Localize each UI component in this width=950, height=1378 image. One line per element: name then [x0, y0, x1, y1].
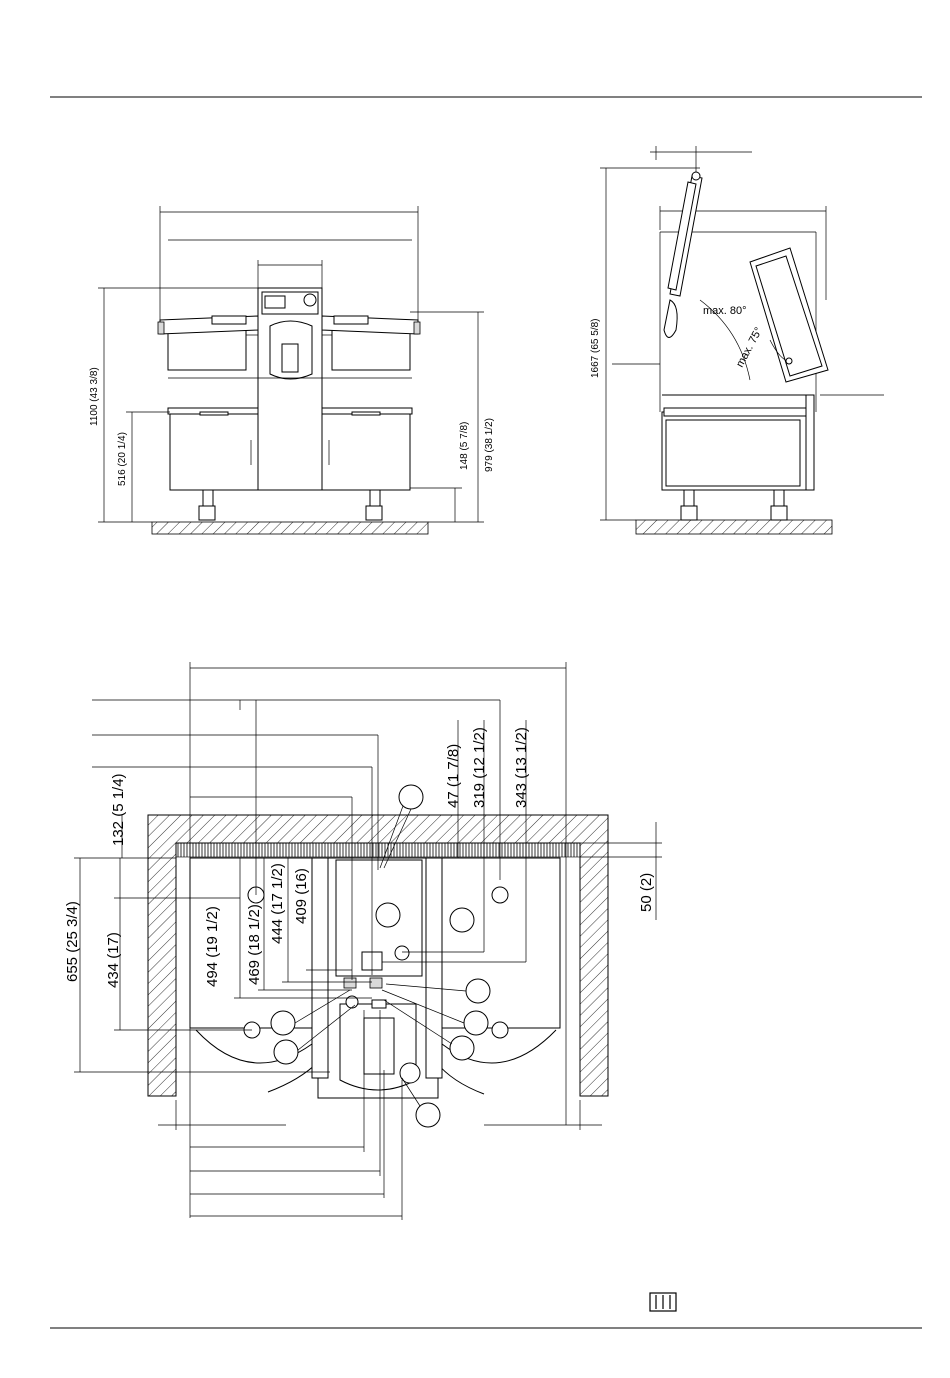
lid-angle: max. 80°: [703, 305, 747, 317]
front-height-148: 148 (5 7/8): [459, 422, 470, 470]
plan-dim-444: 444 (17 1/2): [269, 863, 286, 944]
plan-dim-494: 494 (19 1/2): [204, 906, 221, 987]
plan-dim-655: 655 (25 3/4): [64, 901, 81, 982]
plan-dim-343: 343 (13 1/2): [513, 727, 530, 808]
pan-angle: max. 75°: [734, 325, 765, 369]
footer-logo-icon: [650, 1293, 676, 1311]
front-height-979: 979 (38 1/2): [484, 418, 495, 472]
plan-dim-469: 469 (18 1/2): [246, 904, 263, 985]
plan-dim-319: 319 (12 1/2): [471, 727, 488, 808]
plan-dim-47: 47 (1 7/8): [445, 744, 462, 808]
plan-dim-434: 434 (17): [105, 932, 122, 988]
plan-dim-409: 409 (16): [293, 868, 310, 924]
side-height-open: 1667 (65 5/8): [590, 319, 601, 379]
front-height-total: 1100 (43 3/8): [89, 367, 100, 426]
plan-dim-132: 132 (5 1/4): [110, 773, 127, 846]
side-view: [600, 146, 884, 534]
plan-dim-50: 50 (2): [638, 873, 655, 912]
front-height-base: 516 (20 1/4): [117, 432, 128, 486]
plan-view: [74, 662, 662, 1220]
front-view: [98, 206, 484, 534]
